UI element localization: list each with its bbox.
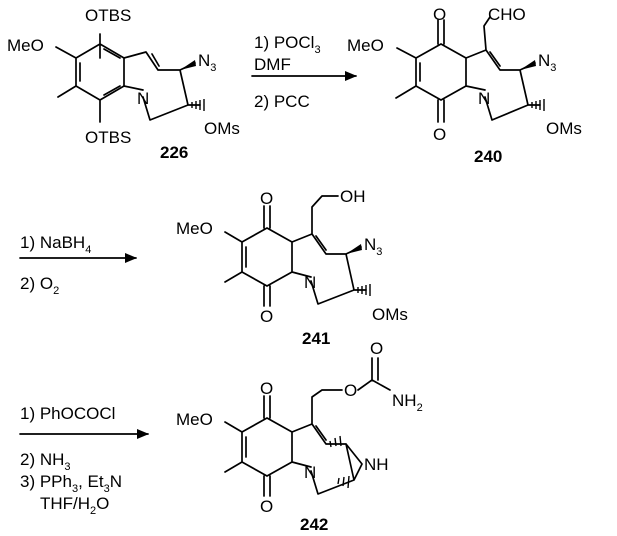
compound-242: O O O NH2 MeO N NH O 242 (176, 339, 423, 534)
reagent-label: 1) PhOCOCl (20, 404, 115, 423)
reagent-label: 2) NH3 (20, 450, 71, 473)
nitrogen-label: N (304, 463, 316, 482)
azide-label: N3 (198, 51, 216, 74)
mesylate-label: OMs (204, 119, 240, 138)
reagent-label: THF/H2O (40, 494, 109, 517)
azide-label: N3 (538, 51, 556, 74)
reagent-label: 1) NaBH4 (20, 233, 91, 256)
ester-oxygen-label: O (344, 381, 357, 400)
quinone-oxygen-label: O (260, 307, 273, 326)
stereo-hash (531, 99, 545, 111)
methoxy-label: MeO (176, 219, 213, 238)
mesylate-label: OMs (372, 305, 408, 324)
quinone-oxygen-label: O (260, 379, 273, 398)
compound-226: OTBS MeO N N3 OTBS OMs 226 (7, 6, 240, 162)
quinone-oxygen-label: O (260, 497, 273, 516)
reaction-step-2: 1) NaBH4 2) O2 (19, 233, 137, 297)
reagent-label: DMF (254, 55, 291, 74)
otbs-label: OTBS (85, 6, 131, 25)
aziridine-nh-label: NH (364, 455, 389, 474)
compound-number: 240 (474, 147, 502, 166)
reaction-step-3: 1) PhOCOCl 2) NH3 3) PPh3, Et3N THF/H2O (19, 404, 149, 517)
compound-241: O OH MeO N N3 O OMs 241 (176, 187, 408, 348)
quinone-oxygen-label: O (433, 125, 446, 144)
methoxy-label: MeO (176, 410, 213, 429)
stereo-hash (191, 99, 205, 111)
stereo-hash (337, 475, 350, 489)
compound-226-bonds (55, 33, 201, 123)
reagent-label: 2) O2 (20, 274, 59, 297)
stereo-hash (357, 284, 371, 296)
reaction-step-1: 1) POCl3 DMF 2) PCC (251, 33, 357, 111)
compound-242-bonds (224, 357, 391, 497)
compound-number: 241 (302, 329, 330, 348)
stereo-hash (329, 435, 342, 448)
aldehyde-label: CHO (488, 5, 526, 24)
reagent-label: 1) POCl3 (254, 33, 321, 56)
quinone-oxygen-label: O (433, 5, 446, 24)
azide-label: N3 (364, 235, 382, 258)
mesylate-label: OMs (546, 119, 582, 138)
reagent-label: 2) PCC (254, 92, 310, 111)
compound-number: 226 (160, 143, 188, 162)
otbs-label: OTBS (85, 128, 131, 147)
stereo-wedge (180, 60, 196, 70)
amine-label: NH2 (392, 391, 423, 414)
compound-240: O CHO MeO N N3 O OMs 240 (347, 5, 582, 166)
methoxy-label: MeO (7, 36, 44, 55)
hydroxyl-label: OH (340, 187, 366, 206)
nitrogen-label: N (304, 273, 316, 292)
carbonyl-oxygen-label: O (370, 339, 383, 358)
nitrogen-label: N (137, 89, 149, 108)
quinone-oxygen-label: O (260, 189, 273, 208)
reagent-label: 3) PPh3, Et3N (20, 472, 122, 495)
methoxy-label: MeO (347, 36, 384, 55)
compound-240-bonds (395, 16, 541, 123)
stereo-wedge (346, 244, 362, 254)
nitrogen-label: N (478, 89, 490, 108)
compound-241-bonds (224, 195, 367, 307)
compound-number: 242 (300, 515, 328, 534)
stereo-wedge (520, 60, 536, 70)
